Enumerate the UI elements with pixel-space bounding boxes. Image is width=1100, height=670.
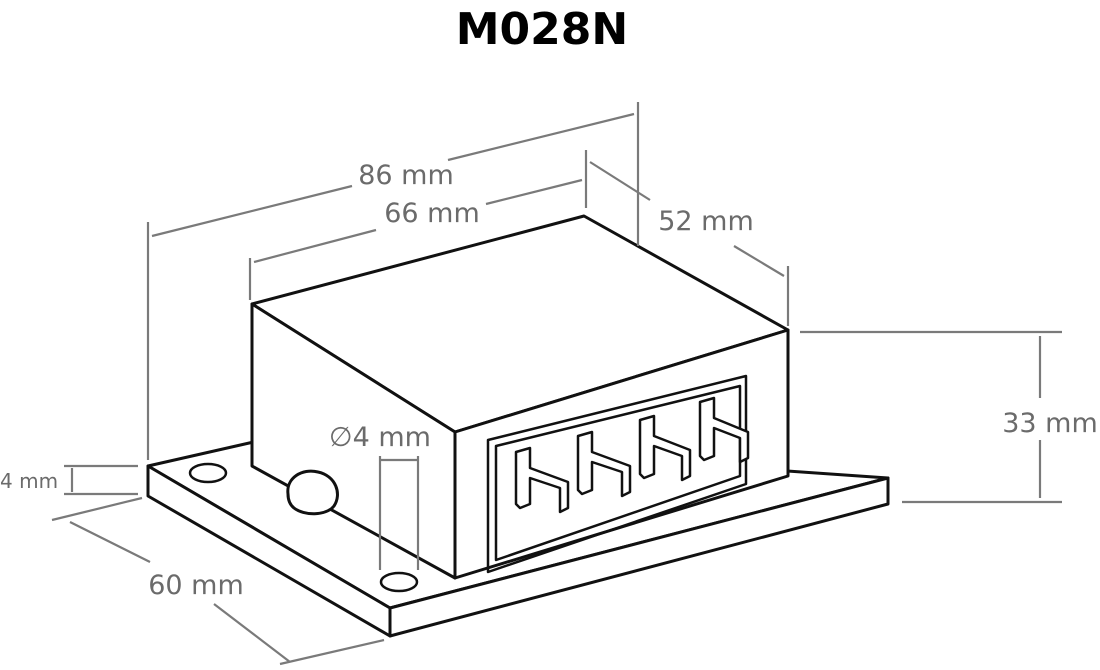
dimension-label-66mm: 66 mm <box>384 198 480 229</box>
dimension-label-52mm: 52 mm <box>658 206 754 237</box>
dimension-4mm-thickness <box>64 464 138 496</box>
dimension-label-4mm-thickness: 4 mm <box>0 469 58 493</box>
terminal-2 <box>576 430 632 498</box>
dimension-60mm <box>51 496 385 666</box>
dimension-label-86mm: 86 mm <box>358 160 454 191</box>
dimension-label-33mm: 33 mm <box>1002 408 1098 439</box>
terminal-opening <box>486 374 748 574</box>
dimension-hole-diameter <box>378 456 420 570</box>
dimension-label-hole-diameter: ∅4 mm <box>329 422 431 453</box>
housing-box <box>250 214 790 580</box>
mounting-hole-left <box>188 462 228 484</box>
mounting-hole-front <box>379 571 419 593</box>
dimension-33mm <box>800 330 1062 504</box>
dimension-label-60mm: 60 mm <box>148 570 244 601</box>
dimension-52mm <box>589 161 790 326</box>
terminal-1 <box>514 446 570 514</box>
terminal-3 <box>638 414 692 482</box>
dimension-66mm <box>248 150 588 300</box>
cable-grommet <box>286 469 339 516</box>
dimension-86mm <box>146 102 640 460</box>
terminal-4 <box>698 396 750 464</box>
page-title: M028N <box>456 4 628 55</box>
